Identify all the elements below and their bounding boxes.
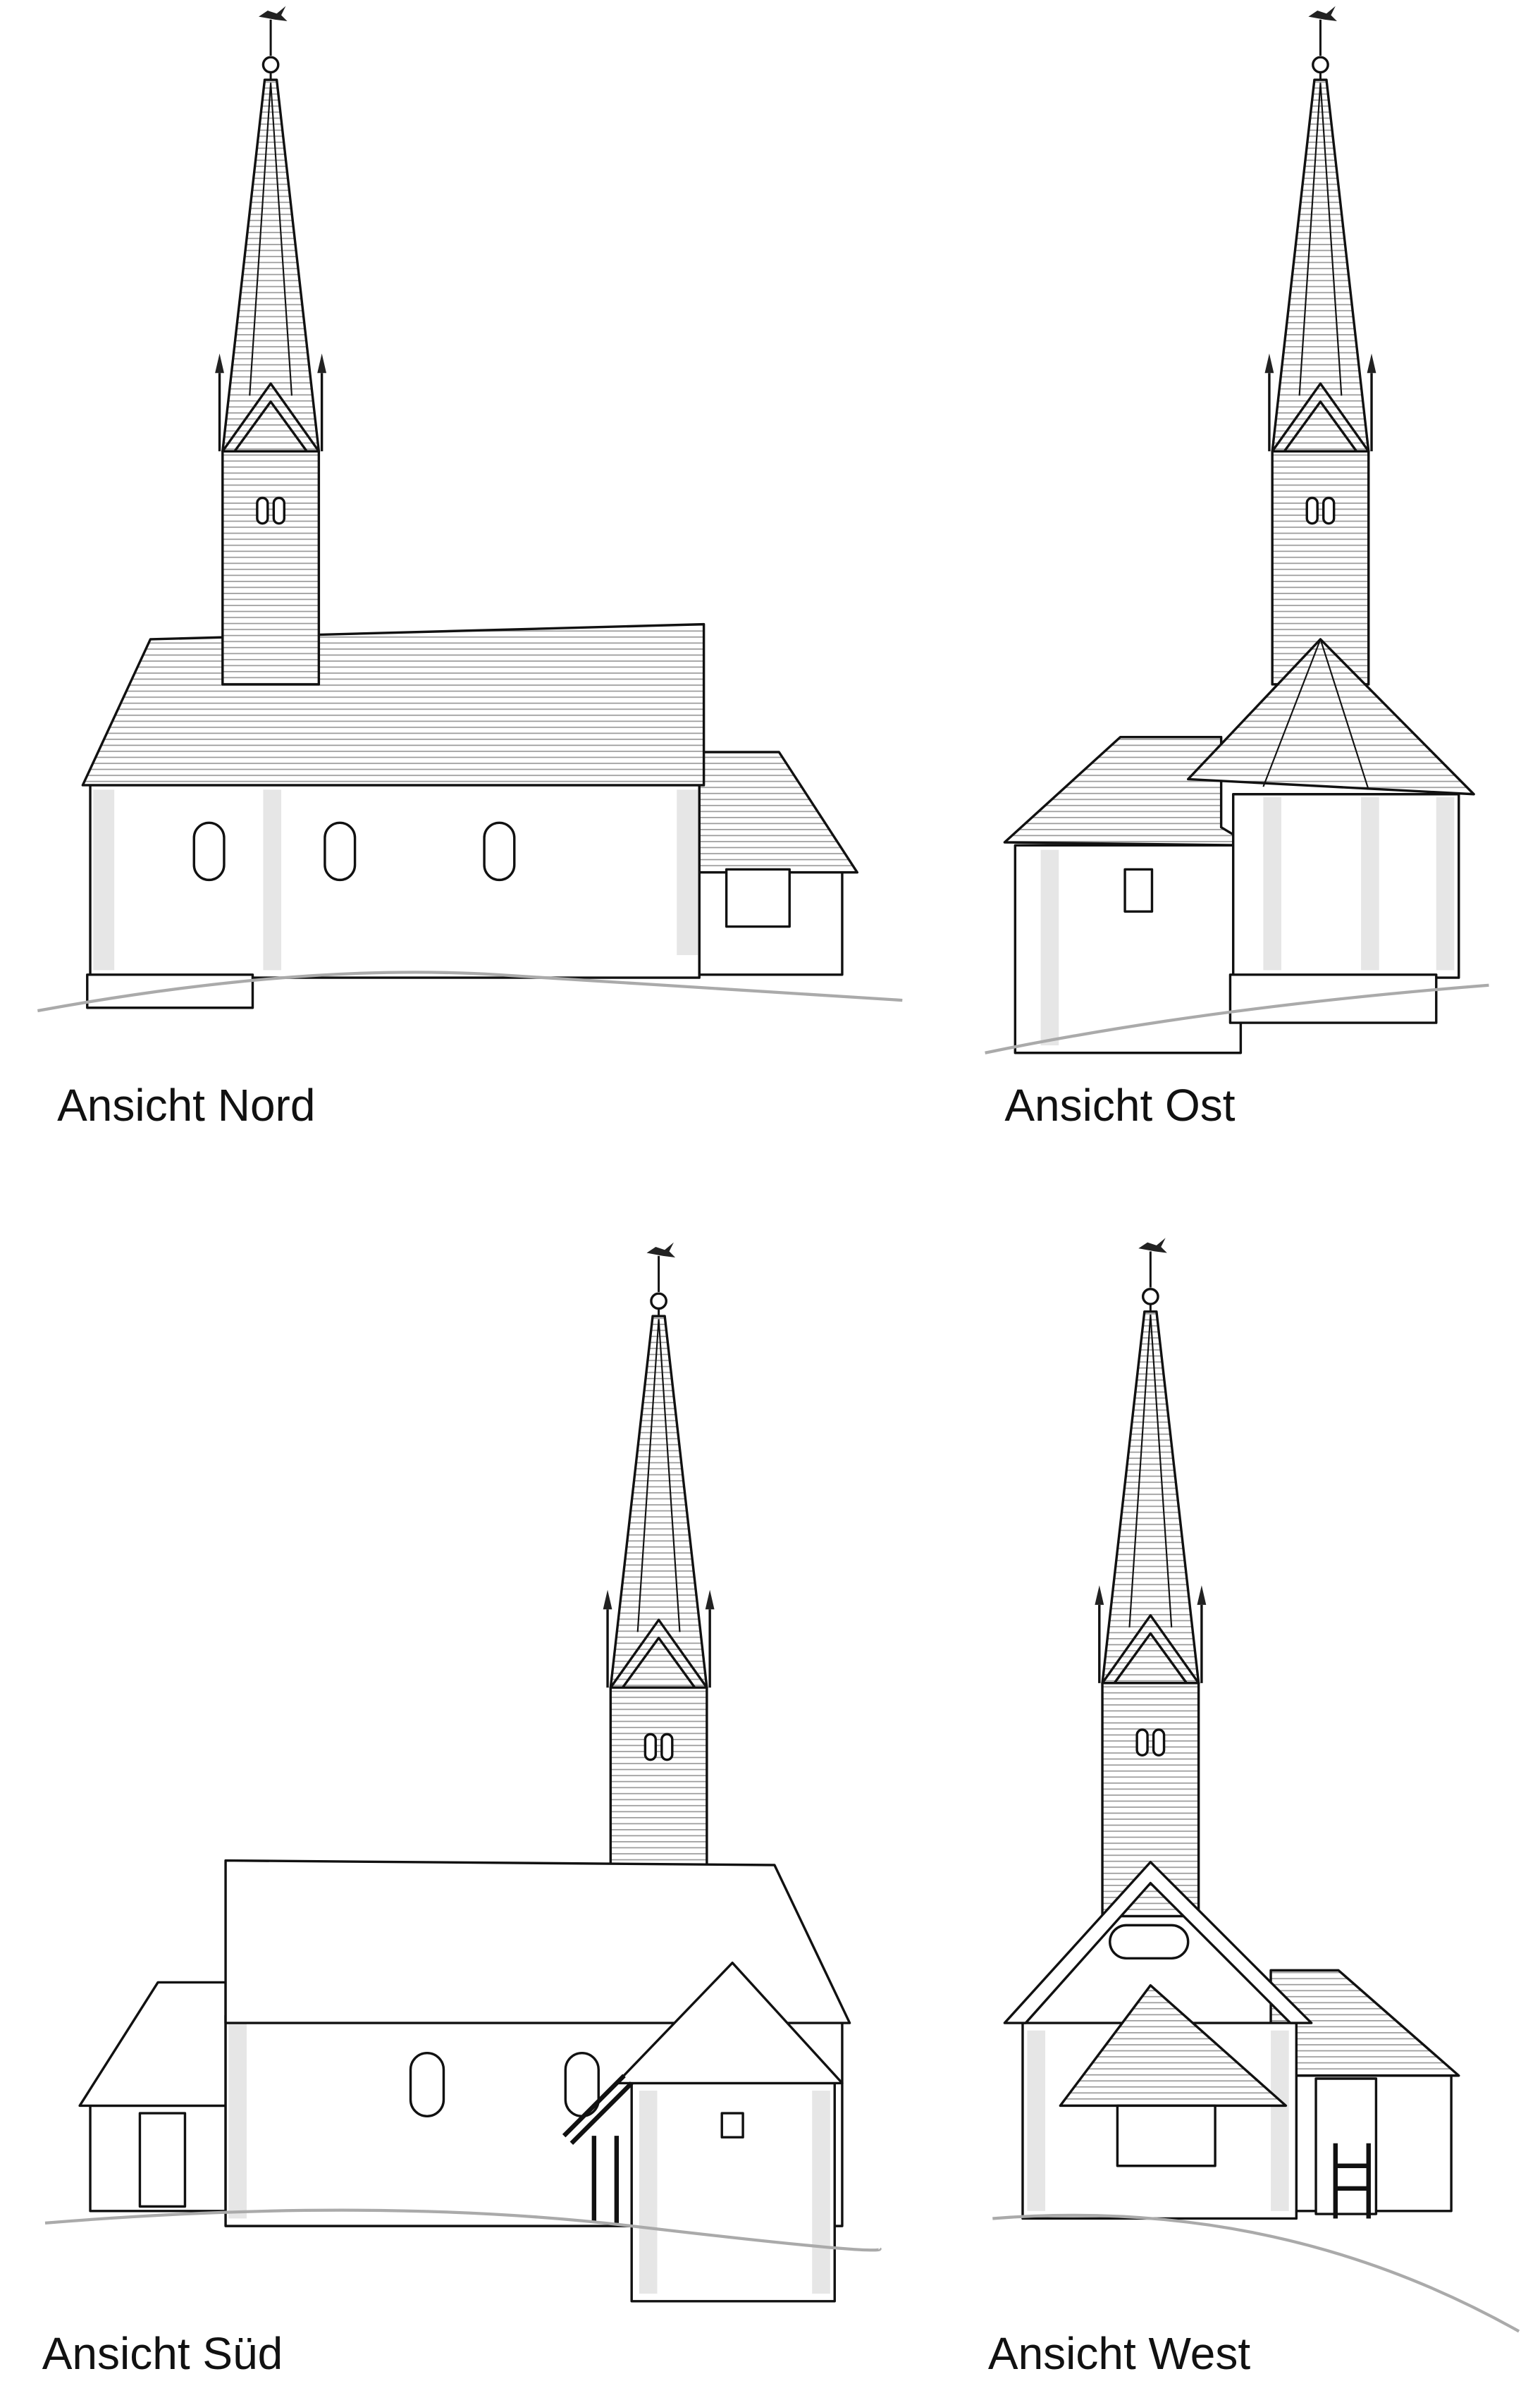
window-grille <box>725 868 791 928</box>
view-south: Ansicht Süd <box>42 1241 882 2379</box>
window-grille <box>1116 2104 1216 2167</box>
view-west: Ansicht West <box>988 1236 1520 2379</box>
view-east: Ansicht Ost <box>985 4 1489 1131</box>
spire <box>214 4 328 686</box>
spire <box>1093 1236 1208 1918</box>
window <box>720 2112 744 2139</box>
spire <box>601 1241 716 1922</box>
window <box>324 821 357 882</box>
view-label-south: Ansicht Süd <box>42 2328 283 2379</box>
view-label-east: Ansicht Ost <box>1004 1080 1235 1131</box>
window <box>192 821 226 882</box>
door <box>138 2112 187 2208</box>
view-label-west: Ansicht West <box>988 2328 1250 2379</box>
window <box>1123 868 1154 913</box>
view-label-north: Ansicht Nord <box>57 1080 315 1131</box>
view-north: Ansicht Nord <box>37 4 903 1131</box>
window <box>409 2052 445 2118</box>
window <box>483 821 516 882</box>
spire <box>1263 4 1378 686</box>
